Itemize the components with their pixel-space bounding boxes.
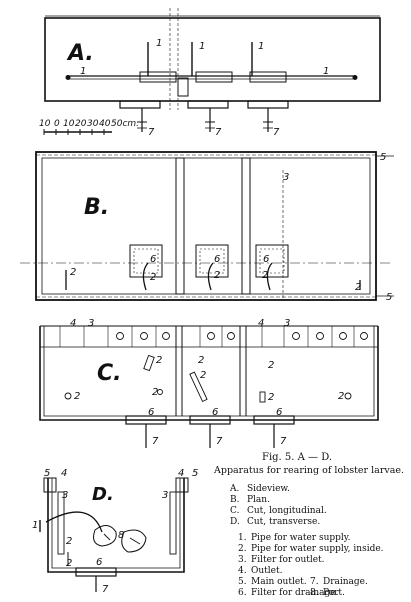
label-5: 5 xyxy=(386,292,392,303)
panel-c-letter: C. xyxy=(97,361,122,386)
label-5: 5 xyxy=(192,468,198,479)
label-6: 6 xyxy=(212,407,218,418)
label-2: 2 xyxy=(156,355,162,366)
label-2: 2 xyxy=(338,391,344,402)
label-1: 1 xyxy=(32,520,38,531)
legend-text: Filter for drainage. xyxy=(251,588,339,598)
label-3: 3 xyxy=(88,318,94,329)
scale-tick-label: 40 xyxy=(99,119,111,129)
legend-key: 6. xyxy=(238,588,247,598)
panel-c-longitudinal-cut xyxy=(39,325,379,448)
label-7: 7 xyxy=(152,436,159,447)
legend-key: 2. xyxy=(238,544,247,554)
label-6: 6 xyxy=(276,407,282,418)
view-text: Cut, transverse. xyxy=(247,517,320,527)
label-7: 7 xyxy=(273,127,280,138)
label-4: 4 xyxy=(61,468,67,479)
panel-d-transverse-cut xyxy=(39,477,189,592)
scale-tick-label: 20 xyxy=(75,119,87,129)
label-4: 4 xyxy=(178,468,184,479)
label-6: 6 xyxy=(150,254,156,265)
label-5: 5 xyxy=(44,468,50,479)
legend-text: Pipe for water supply, inside. xyxy=(251,544,384,554)
view-text: Cut, longitudinal. xyxy=(247,506,327,516)
view-key: C. xyxy=(230,506,240,516)
label-1: 1 xyxy=(199,41,205,52)
legend-text: Main outlet. xyxy=(251,577,307,587)
label-7: 7 xyxy=(102,584,109,595)
legend-text: Filter for outlet. xyxy=(251,555,325,565)
label-7: 7 xyxy=(280,436,287,447)
label-6: 6 xyxy=(148,407,154,418)
view-key: A. xyxy=(229,484,239,494)
panel-b-letter: B. xyxy=(84,195,109,220)
scale-bar: 10 0 10 20 30 40 50cm. xyxy=(39,119,139,135)
label-2: 2 xyxy=(70,267,76,278)
legend-key: 7. xyxy=(310,577,319,587)
label-2: 2 xyxy=(268,360,274,371)
view-text: Sideview. xyxy=(247,484,290,494)
label-1: 1 xyxy=(323,66,329,77)
label-2: 2 xyxy=(74,391,80,402)
label-2: 2 xyxy=(198,355,204,366)
legend-key: 1. xyxy=(238,533,247,543)
label-6: 6 xyxy=(263,254,269,265)
label-1: 1 xyxy=(156,38,162,49)
label-6: 6 xyxy=(214,254,220,265)
figure-title: Apparatus for rearing of lobster larvae. xyxy=(213,465,404,476)
legend-text: Pipe for water supply. xyxy=(251,533,351,543)
legend-text: Outlet. xyxy=(251,566,283,576)
label-3: 3 xyxy=(62,490,68,501)
label-2: 2 xyxy=(214,270,220,281)
legend-key: 8. xyxy=(310,588,319,598)
label-3: 3 xyxy=(162,490,168,501)
label-4: 4 xyxy=(70,318,76,329)
label-2: 2 xyxy=(262,270,268,281)
legend-key: 3. xyxy=(238,555,247,565)
label-2: 2 xyxy=(66,558,72,569)
label-4: 4 xyxy=(258,318,264,329)
label-2: 2 xyxy=(152,387,158,398)
scale-tick-label: 0 xyxy=(54,119,60,129)
label-5: 5 xyxy=(380,152,386,163)
label-7: 7 xyxy=(216,436,223,447)
figure-number: Fig. 5. A — D. xyxy=(262,452,332,463)
scale-tick-label: 10 xyxy=(63,119,75,129)
label-2: 2 xyxy=(268,392,274,403)
label-1: 1 xyxy=(258,41,264,52)
scale-tick-label: 30 xyxy=(87,119,99,129)
legend-text: Drainage. xyxy=(323,577,368,587)
figure-caption: Fig. 5. A — D. Apparatus for rearing of … xyxy=(213,452,404,598)
panel-a-letter: A. xyxy=(66,41,94,66)
label-6: 6 xyxy=(96,557,102,568)
label-3: 3 xyxy=(283,172,289,183)
panel-a-sideview xyxy=(44,8,381,132)
label-8: 8 xyxy=(118,530,124,541)
view-key: D. xyxy=(230,517,240,527)
panel-b-plan xyxy=(20,151,394,301)
view-text: Plan. xyxy=(247,495,270,505)
legend-text: Port. xyxy=(323,588,345,598)
panel-d-letter: D. xyxy=(92,484,114,505)
label-1: 1 xyxy=(80,66,86,77)
label-3: 3 xyxy=(284,318,290,329)
label-2: 2 xyxy=(200,370,206,381)
label-2: 2 xyxy=(355,282,361,293)
view-key: B. xyxy=(230,495,240,505)
label-2: 2 xyxy=(66,536,72,547)
legend-key: 4. xyxy=(238,566,247,576)
scale-tick-label: 10 xyxy=(39,119,51,129)
scale-tick-label: 50cm. xyxy=(111,119,139,129)
label-2: 2 xyxy=(150,272,156,283)
label-7: 7 xyxy=(215,127,222,138)
legend-key: 5. xyxy=(238,577,247,587)
label-7: 7 xyxy=(148,127,155,138)
